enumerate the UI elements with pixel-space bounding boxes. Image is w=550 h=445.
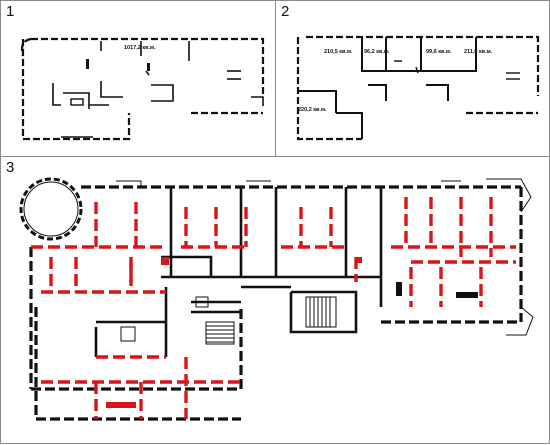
partition-block	[106, 402, 136, 408]
rotunda-inner	[23, 181, 79, 237]
floor-plan-panel-2: 2 210,5 кв.м. 96,2 кв.м. 99,6 кв.м. 211,…	[275, 0, 550, 157]
stairwell-right	[305, 296, 337, 328]
partition-block	[161, 257, 169, 265]
area-label-unit-4: 211,6 кв.м.	[464, 49, 493, 55]
lift-shaft-2	[195, 296, 209, 308]
panel-number-1: 1	[6, 3, 15, 20]
panel-number-2: 2	[281, 3, 290, 20]
area-label-unit-5: 220,2 кв.м.	[298, 107, 327, 113]
panel-number-3: 3	[6, 159, 15, 176]
rotunda-outline	[19, 177, 83, 241]
area-label-total: 1017,2 кв.м.	[124, 45, 156, 51]
floor-plan-panel-3: 3	[0, 156, 550, 444]
floor-plan-3	[19, 177, 534, 421]
column-mark	[86, 59, 89, 69]
column-mark	[147, 63, 150, 71]
area-label-unit-2: 96,2 кв.м.	[364, 49, 390, 55]
area-label-unit-3: 99,6 кв.м.	[426, 49, 452, 55]
floor-plan-1: 1017,2 кв.м.	[20, 37, 265, 141]
stair-mark	[70, 98, 84, 106]
lift-shaft	[120, 326, 136, 342]
stairwell-left	[205, 321, 235, 345]
column-mark	[456, 292, 478, 298]
floor-plan-2: 210,5 кв.м. 96,2 кв.м. 99,6 кв.м. 211,6 …	[296, 35, 540, 141]
partition-block	[356, 257, 362, 263]
column-mark	[396, 282, 402, 296]
area-label-unit-1: 210,5 кв.м.	[324, 49, 353, 55]
floor-plan-panel-1: 1 1017,2 кв.м.	[0, 0, 276, 157]
